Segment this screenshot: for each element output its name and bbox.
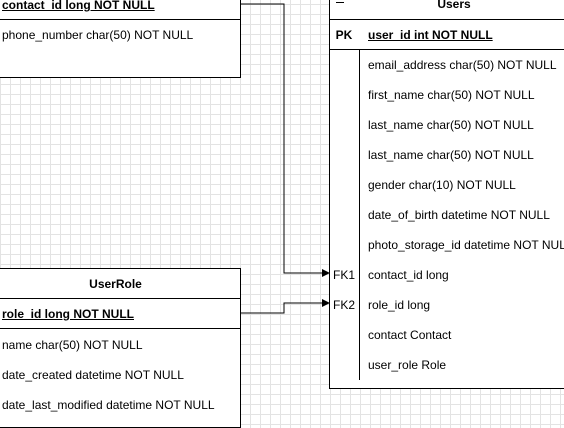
userrole-field: date_created datetime NOT NULL: [2, 368, 184, 382]
users-title-divider: [330, 19, 564, 20]
users-pk-divider: [330, 49, 564, 50]
users-field: last_name char(50) NOT NULL: [368, 118, 534, 132]
users-pk-field: user_id int NOT NULL: [368, 28, 493, 42]
userrole-table-title: UserRole: [89, 277, 142, 291]
users-field: first_name char(50) NOT NULL: [368, 88, 535, 102]
users-field-key: [330, 170, 358, 200]
users-field-key: [330, 200, 358, 230]
userrole-table[interactable]: UserRole role_id long NOT NULL name char…: [0, 268, 241, 428]
users-field: email_address char(50) NOT NULL: [368, 58, 557, 72]
userrole-title-divider: [0, 298, 240, 299]
users-fk2-key: FK2: [332, 298, 355, 312]
contact-to-users-connector: [240, 3, 330, 277]
userrole-pk-divider: [0, 328, 240, 329]
users-field: last_name char(50) NOT NULL: [368, 148, 534, 162]
users-field-key: [330, 50, 358, 80]
users-field: photo_storage_id datetime NOT NULL: [368, 238, 564, 252]
collapse-icon[interactable]: [336, 2, 344, 3]
users-fk1-key: FK1: [332, 268, 355, 282]
userrole-pk-field: role_id long NOT NULL: [2, 307, 134, 321]
contact-pk-field: contact_id long NOT NULL: [2, 0, 155, 12]
users-table-title: Users: [437, 0, 471, 11]
userrole-field: name char(50) NOT NULL: [2, 338, 143, 352]
users-field-key: [330, 320, 358, 350]
users-field: contact_id long: [368, 268, 449, 282]
relationship-connectors: [240, 3, 330, 314]
contact-table[interactable]: contact_id long NOT NULL phone_number ch…: [0, 0, 241, 78]
pk-label: PK: [335, 28, 353, 42]
users-field-key: [330, 230, 358, 260]
users-field: date_of_birth datetime NOT NULL: [368, 208, 550, 222]
userrole-field: date_last_modified datetime NOT NULL: [2, 398, 215, 412]
users-field: user_role Role: [368, 358, 447, 372]
users-table[interactable]: Users PK user_id int NOT NULL email_addr…: [329, 0, 564, 389]
users-field-key: [330, 350, 358, 380]
users-field-key: [330, 110, 358, 140]
users-field-key: [330, 140, 358, 170]
userrole-to-users-connector: [240, 299, 330, 314]
users-field: contact Contact: [368, 328, 452, 342]
users-field: role_id long: [368, 298, 431, 312]
users-field: gender char(10) NOT NULL: [368, 178, 516, 192]
contact-pk-divider: [0, 19, 240, 20]
contact-field: phone_number char(50) NOT NULL: [2, 28, 194, 42]
users-field-key: [330, 80, 358, 110]
users-key-column-divider: [359, 50, 360, 380]
